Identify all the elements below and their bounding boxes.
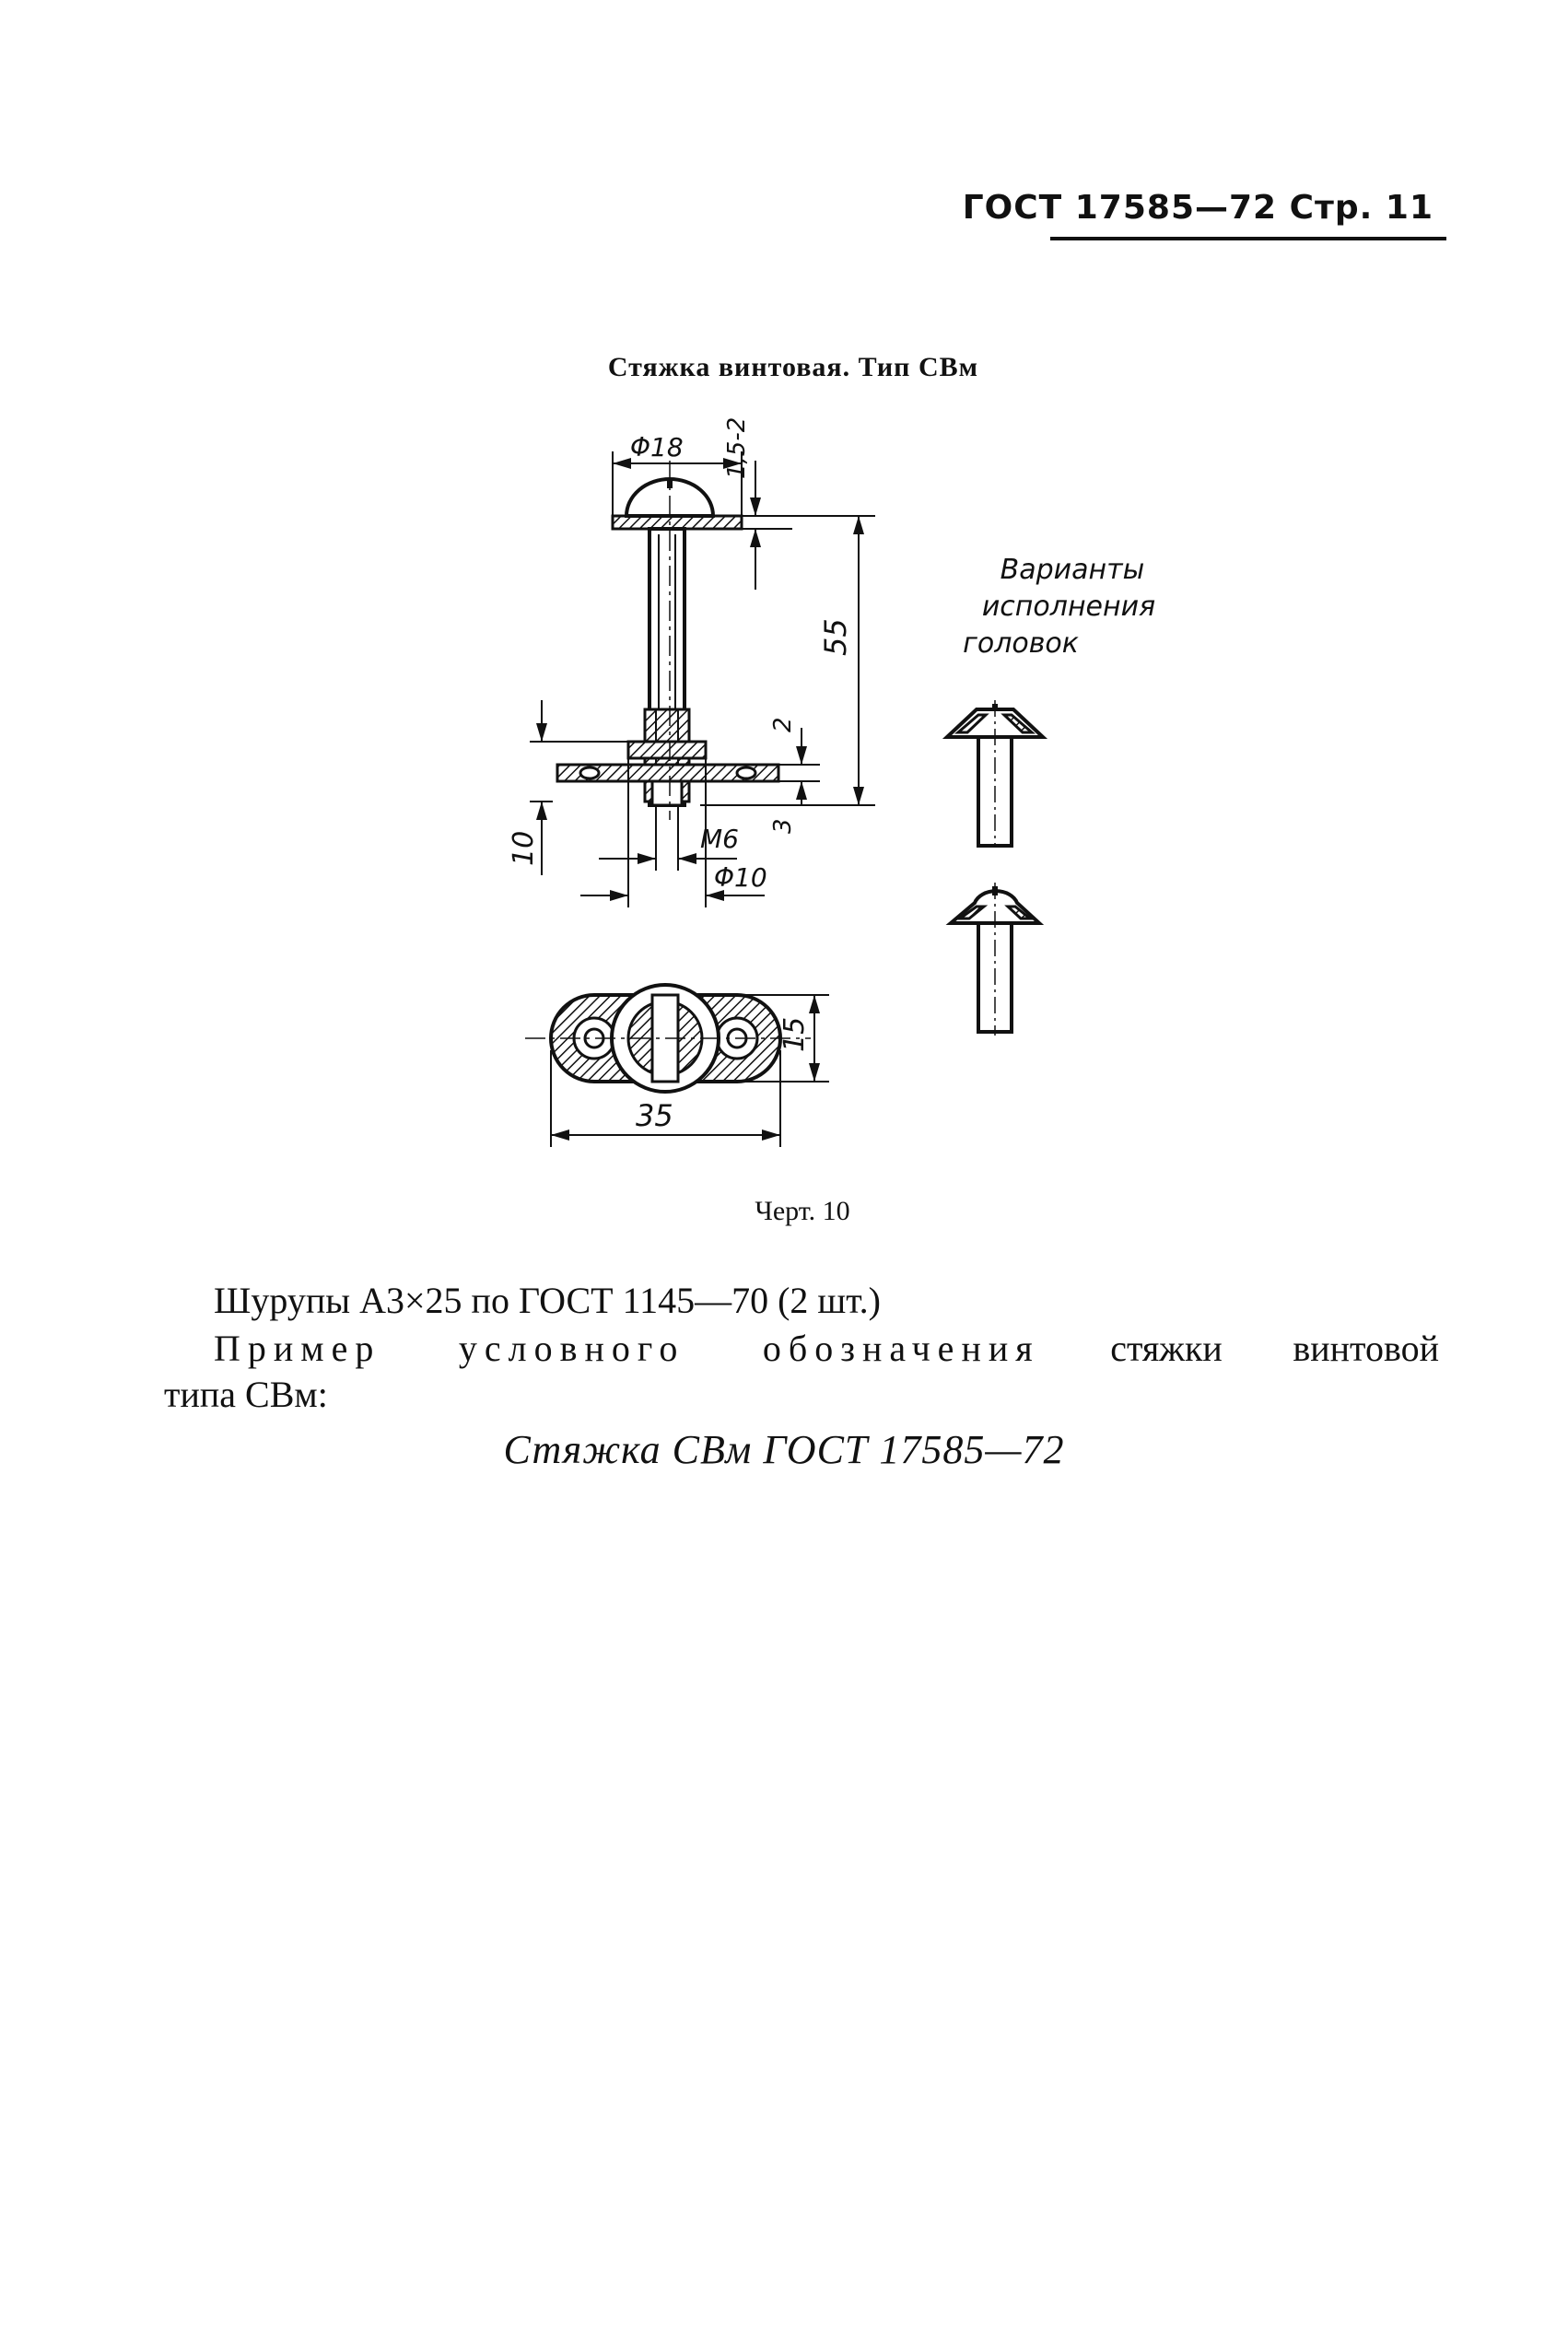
variants-label-line3: головок — [963, 627, 1079, 660]
dim-width: 15 — [778, 1017, 811, 1052]
variants-label-line1: Варианты — [1000, 554, 1145, 586]
top-view — [525, 983, 811, 1094]
side-view — [556, 461, 780, 820]
dimension-lines — [530, 451, 875, 907]
dim-thread: M6 — [700, 824, 739, 854]
page-header: ГОСТ 17585—72 Стр. 11 — [963, 189, 1446, 244]
example-line-2: типа СВм: — [164, 1374, 328, 1415]
dim-gap: 3 — [769, 818, 797, 834]
header-rule — [1050, 237, 1446, 240]
example-line-1-spaced: Пример условного обозначения — [214, 1328, 1040, 1369]
example-line-1: Пример условного обозначения стяжки винт… — [214, 1327, 1439, 1370]
variants-label-line2: исполнения — [982, 591, 1155, 623]
dim-overall-length: 35 — [636, 1098, 673, 1133]
drawing-title: Стяжка винтовая. Тип СВм — [607, 352, 979, 382]
technical-drawing: Φ18 1,5-2 55 2 3 10 M6 Φ10 Варианты испо… — [508, 417, 1155, 1147]
variant-countersunk-head — [942, 700, 1048, 848]
dim-nut-diameter: Φ10 — [714, 862, 767, 893]
dim-length: 55 — [818, 618, 853, 656]
header-standard-page: ГОСТ 17585—72 Стр. 11 — [962, 189, 1433, 227]
dim-head-height: 1,5-2 — [723, 417, 751, 479]
dim-head-diameter: Φ18 — [630, 432, 684, 462]
screws-line: Шурупы А3×25 по ГОСТ 1145—70 (2 шт.) — [214, 1280, 882, 1321]
drawing-caption: Черт. 10 — [755, 1196, 850, 1226]
variant-raised-countersunk-head — [945, 883, 1045, 1036]
example-line-1-rest: стяжки винтовой — [1110, 1328, 1439, 1369]
designation-example: Стяжка СВм ГОСТ 17585—72 — [503, 1427, 1065, 1472]
nut-collar — [626, 740, 708, 760]
top-washer — [611, 514, 743, 531]
top-view-dimensions — [550, 994, 829, 1147]
dim-nut-height: 2 — [769, 717, 797, 732]
dim-plate: 10 — [508, 831, 540, 866]
